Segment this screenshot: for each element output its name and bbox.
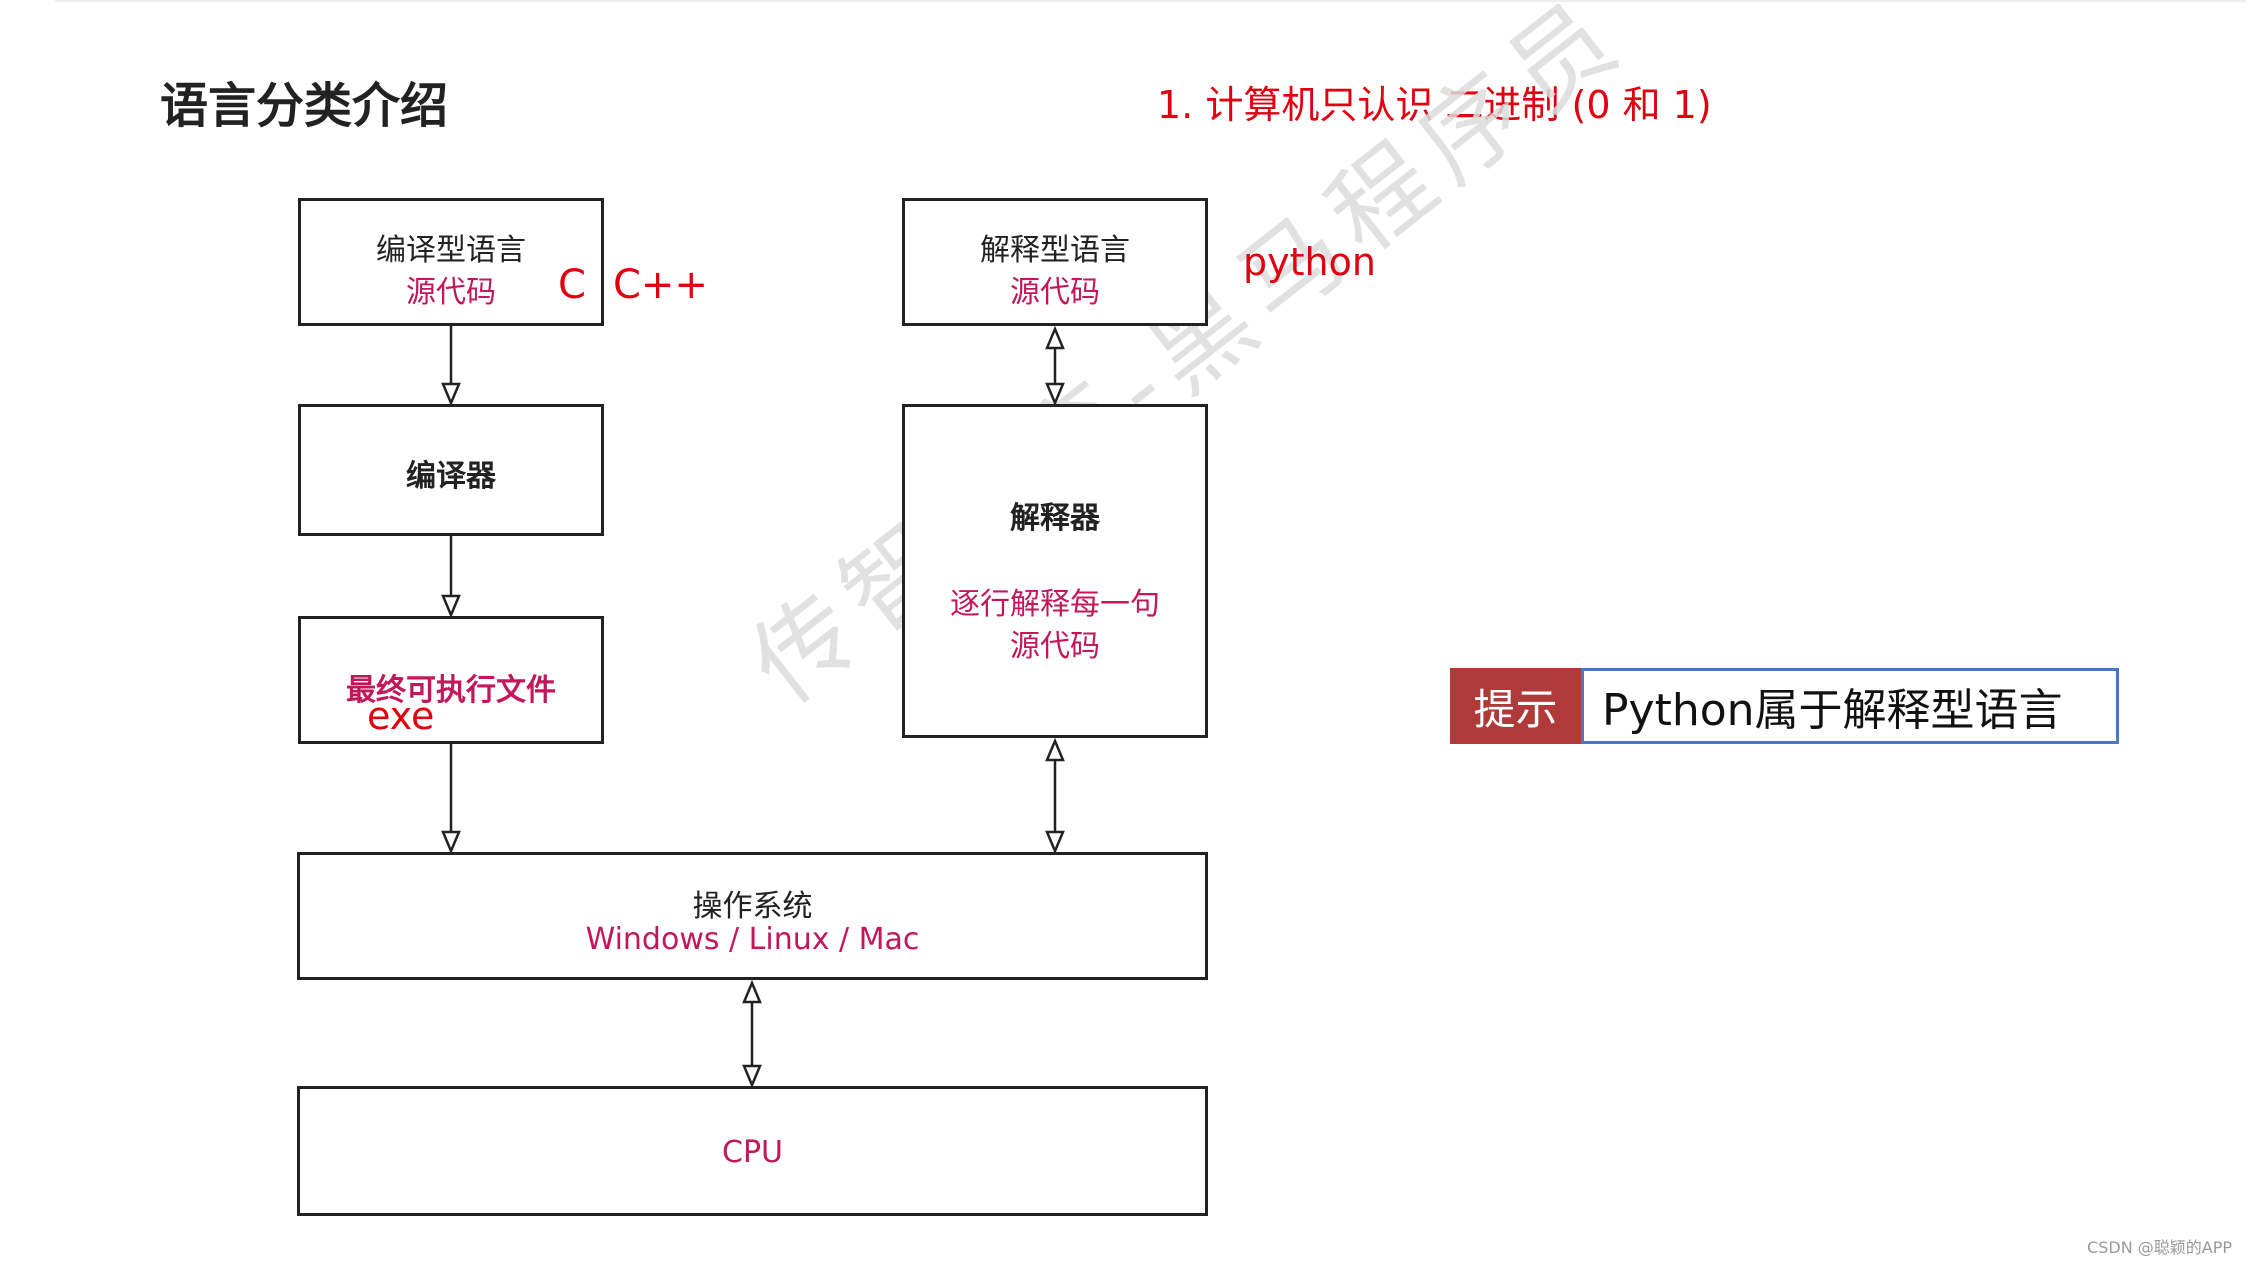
arrowhead-up [1045,325,1065,350]
lang-python: python [1243,240,1376,284]
slide-title: 语言分类介绍 [160,78,449,134]
cpu-label: CPU [722,1135,783,1170]
arrowhead-up [742,979,762,1004]
compiled-language-box: 编译型语言 源代码 [298,198,604,326]
executable-box: 最终可执行文件 [298,616,604,744]
arrowhead-down [1045,830,1065,855]
interpreter-desc-line1: 逐行解释每一句 [950,587,1160,622]
interpreter-desc-line2: 源代码 [1010,629,1100,664]
credit-text: CSDN @聪颖的APP [2087,1238,2232,1257]
interpreted-language-title: 解释型语言 [980,233,1130,268]
compiler-label: 编译器 [406,459,496,494]
arrowhead-down [441,382,461,407]
arrowhead-up [1045,737,1065,762]
binary-note: 1. 计算机只认识 二进制 (0 和 1) [1157,83,1712,127]
lang-cpp: C++ [613,262,708,308]
arrowhead-down [441,830,461,855]
final-executable-label: 最终可执行文件 [346,673,556,708]
tip-label: 提示 [1450,668,1581,744]
compiler-box: 编译器 [298,404,604,536]
os-title: 操作系统 [692,889,813,924]
interpreter-label: 解释器 [1010,501,1100,536]
compiled-language-title: 编译型语言 [376,233,526,268]
interpreter-box: 解释器 逐行解释每一句 源代码 [902,404,1208,738]
tip-text: Python属于解释型语言 [1581,668,2119,744]
operating-system-box: 操作系统 Windows / Linux / Mac [297,852,1208,980]
arrowhead-down [1045,382,1065,407]
compiled-source-code: 源代码 [406,275,496,310]
arrowhead-down [441,594,461,619]
exe-label: exe [367,694,435,738]
interpreted-language-box: 解释型语言 源代码 [902,198,1208,326]
lang-c: C [558,262,586,308]
top-divider [55,0,2246,2]
os-list: Windows / Linux / Mac [585,922,920,957]
cpu-box: CPU [297,1086,1208,1216]
interpreted-source-code: 源代码 [1010,275,1100,310]
arrowhead-down [742,1064,762,1089]
